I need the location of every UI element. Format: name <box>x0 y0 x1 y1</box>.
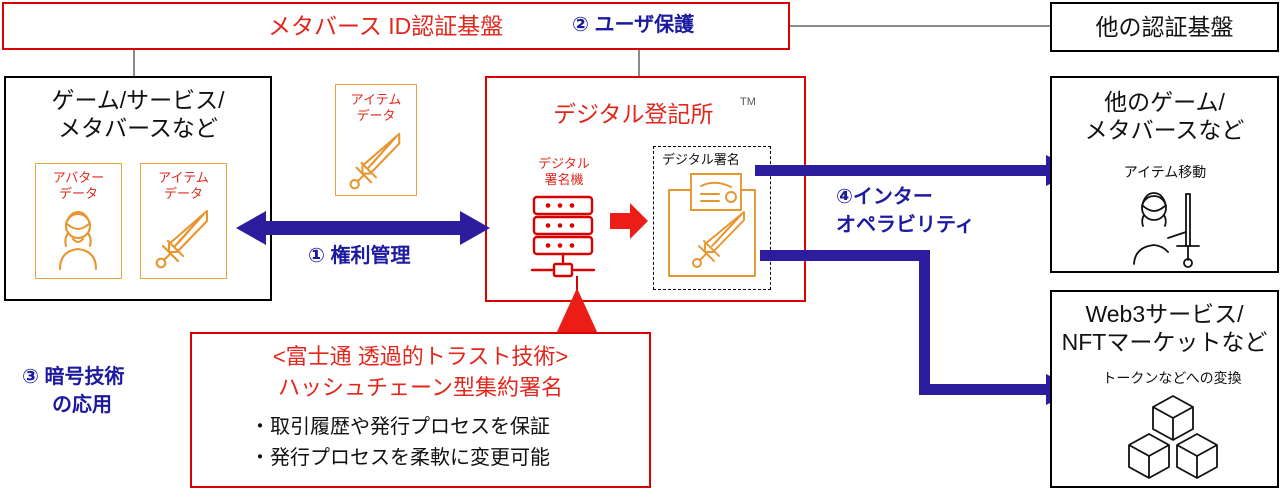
crypto-application-label-line1: ③ 暗号技術 <box>22 366 125 388</box>
item-data-label-line1-left: アイテム <box>158 170 209 185</box>
game-service-metaverse-title-line1: ゲーム/サービス/ <box>51 87 225 113</box>
avatar-data-label-line2: データ <box>58 186 98 201</box>
transparent-trust-tech-heading1: <富士通 透過的トラスト技術> <box>272 344 569 369</box>
sword-icon <box>349 132 401 190</box>
interoperability-label-line2: オペラビリティ <box>836 214 975 236</box>
metaverse-id-platform-bar <box>2 2 790 50</box>
item-data-label-line1-floating: アイテム <box>350 92 402 107</box>
digital-signature-label: デジタル署名 <box>662 152 740 167</box>
digital-signature-dashed-box <box>653 146 771 290</box>
web3-nft-title-line2: NFTマーケットなど <box>1061 329 1268 355</box>
transparent-trust-tech-heading2: ハッシュチェーン型集約署名 <box>278 375 563 400</box>
certificate-sword-icon <box>668 173 756 277</box>
avatar-icon <box>58 210 98 271</box>
crypto-application-label-line2: の応用 <box>52 394 112 416</box>
digital-registry-trademark: TM <box>740 96 756 108</box>
interoperability-arrow-lower-shaft-v <box>919 250 930 395</box>
signing-flow-arrow <box>610 203 648 239</box>
connector-top-bar-to-center-box <box>638 50 640 76</box>
digital-signer-label-line1: デジタル <box>538 156 590 171</box>
digital-registry-box <box>485 76 806 302</box>
digital-signer-label-line2: 署名機 <box>544 172 584 187</box>
rights-management-label: ① 権利管理 <box>308 245 411 267</box>
item-data-label-line2-floating: データ <box>356 108 396 123</box>
trust-tech-connector-line <box>576 276 578 294</box>
digital-registry-title: デジタル登記所 <box>553 101 714 127</box>
game-service-metaverse-title-line2: メタバースなど <box>58 115 218 141</box>
cubes-icon <box>1128 395 1218 479</box>
item-data-card-left <box>140 163 227 279</box>
user-protection-badge: ② ユーザ保護 <box>572 14 695 36</box>
other-game-metaverse-title-line1: 他のゲーム/ <box>1104 89 1225 115</box>
web3-nft-title-line1: Web3サービス/ <box>1085 301 1244 327</box>
web3-nft-box <box>1050 290 1279 488</box>
interoperability-arrow-upper-shaft <box>755 165 1055 176</box>
other-auth-title: 他の認証基盤 <box>1095 14 1234 40</box>
transparent-trust-tech-box <box>190 332 651 488</box>
connector-top-bar-to-other-auth <box>790 25 1052 27</box>
other-auth-box <box>1050 2 1279 52</box>
avatar-data-label-line1: アバター <box>52 170 105 185</box>
sword-icon <box>155 209 209 269</box>
interoperability-arrow-lower-shaft-h2 <box>919 384 1055 395</box>
interoperability-label-line1: ④インター <box>836 186 933 208</box>
other-game-metaverse-title-line2: メタバースなど <box>1084 117 1245 143</box>
server-icon <box>530 195 596 278</box>
rights-management-arrow <box>236 211 490 245</box>
transparent-trust-tech-bullet-1: ・取引履歴や発行プロセスを保証 <box>250 416 550 438</box>
avatar-data-card <box>35 163 122 279</box>
connector-top-bar-to-left-box <box>133 50 135 76</box>
item-transfer-caption: アイテム移動 <box>1123 164 1207 180</box>
other-game-metaverse-box <box>1050 76 1279 273</box>
token-conversion-caption: トークンなどへの変換 <box>1102 370 1242 386</box>
item-data-label-line2-left: データ <box>163 186 203 201</box>
trust-tech-arrow-head <box>556 288 598 334</box>
person-with-sword-icon <box>1133 192 1200 268</box>
transparent-trust-tech-bullet-2: ・発行プロセスを柔軟に変更可能 <box>250 447 550 469</box>
interoperability-arrow-lower-shaft-h1 <box>760 250 930 261</box>
metaverse-id-platform-title: メタバース ID認証基盤 <box>268 13 504 39</box>
